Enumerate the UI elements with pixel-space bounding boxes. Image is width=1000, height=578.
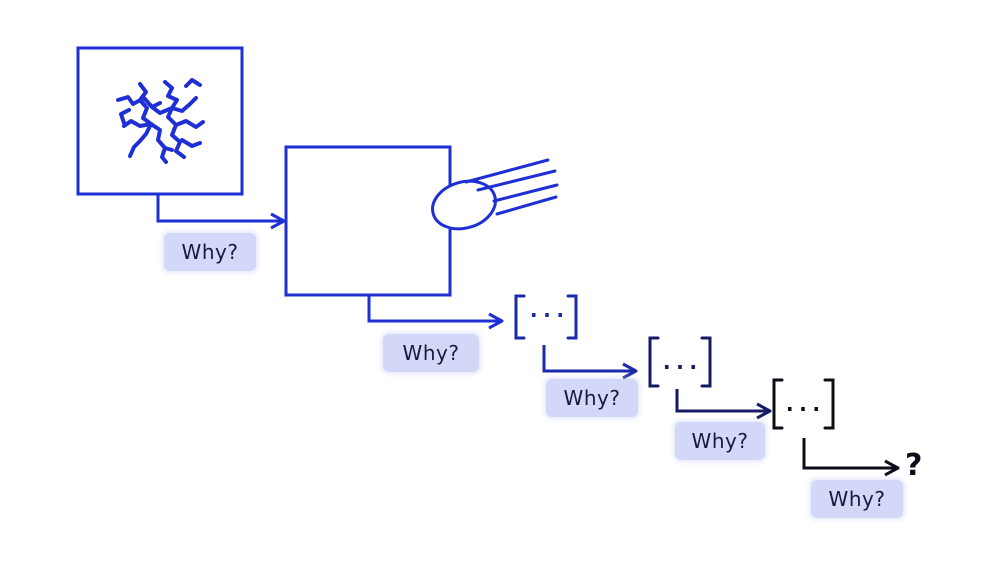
arrow-5 [802,438,896,470]
final-question-mark: ? [905,448,923,483]
bracket-3 [772,378,835,430]
box-cracked-surface [76,46,244,196]
why-label-5: Why? [811,480,903,518]
why-label-1-text: Why? [181,240,239,264]
ellipsis-label-2: ... [660,350,700,375]
arrow-1 [156,195,282,223]
arrow-4 [675,389,768,413]
why-label-2: Why? [383,334,479,372]
arrow-2 [367,296,500,323]
bracket-1 [514,294,578,340]
why-label-3: Why? [546,379,638,417]
why-label-3-text: Why? [563,386,621,410]
why-label-5-text: Why? [828,487,886,511]
ellipsis-label-1: ... [527,298,567,323]
flying-ball-icon [431,158,559,231]
why-label-2-text: Why? [402,341,460,365]
box-impact [284,145,559,297]
arrow-3 [542,345,634,373]
cracks-icon [116,78,205,164]
why-label-4-text: Why? [691,429,749,453]
ellipsis-label-3: ... [783,392,823,417]
why-label-4: Why? [675,422,765,460]
bracket-2 [648,336,712,388]
why-label-1: Why? [164,233,256,271]
